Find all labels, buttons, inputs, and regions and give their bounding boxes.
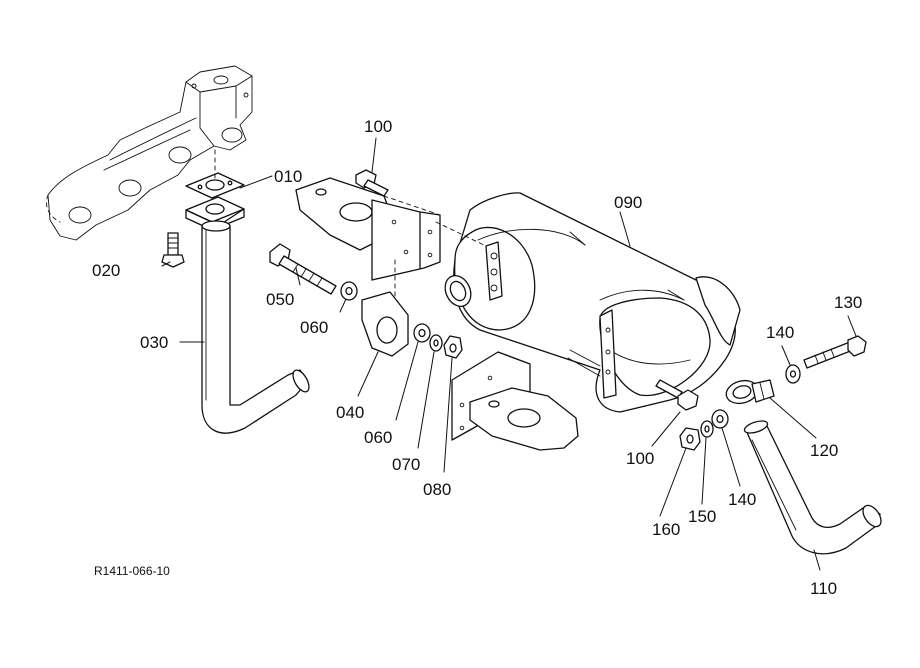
muffler xyxy=(435,192,741,413)
washer-140-lower xyxy=(711,409,729,429)
callout-100-upper: 100 xyxy=(364,117,392,136)
callout-070: 070 xyxy=(392,455,420,474)
callout-150: 150 xyxy=(688,507,716,526)
callout-060-lower: 060 xyxy=(364,428,392,447)
drawing-reference: R1411-066-10 xyxy=(94,564,170,578)
bolt-100-lower xyxy=(655,379,699,411)
callout-160: 160 xyxy=(652,520,680,539)
bolt-100-upper xyxy=(355,169,389,197)
callout-030: 030 xyxy=(140,333,168,352)
lower-bracket xyxy=(451,351,579,451)
callout-140-lower: 140 xyxy=(728,490,756,509)
callout-140-upper: 140 xyxy=(766,323,794,342)
lock-washer-150 xyxy=(700,420,714,438)
callout-130: 130 xyxy=(834,293,862,312)
bolt-050 xyxy=(269,243,337,295)
callout-010: 010 xyxy=(274,167,302,186)
nut-160 xyxy=(679,427,701,451)
callout-110: 110 xyxy=(810,579,837,598)
nut-080 xyxy=(443,335,463,359)
callout-090: 090 xyxy=(614,193,642,212)
rubber-mount xyxy=(361,259,409,357)
callout-labels: 010 020 030 040 050 060 060 070 080 090 … xyxy=(92,117,862,598)
callout-050: 050 xyxy=(266,290,294,309)
callout-060-upper: 060 xyxy=(300,318,328,337)
upper-bracket xyxy=(295,177,441,281)
bolt-130 xyxy=(803,335,867,369)
washer-060-lower xyxy=(413,323,431,343)
callout-120: 120 xyxy=(810,441,838,460)
callout-100-lower: 100 xyxy=(626,449,654,468)
washer-140-upper xyxy=(785,364,801,384)
lock-washer-070 xyxy=(429,334,443,352)
bolt-020 xyxy=(161,232,185,268)
exhaust-manifold xyxy=(46,65,253,241)
pipe-clamp xyxy=(725,379,775,405)
callout-080: 080 xyxy=(423,480,451,499)
gasket-flange xyxy=(185,149,245,231)
callout-040: 040 xyxy=(336,403,364,422)
exhaust-pipe xyxy=(201,220,310,434)
washer-060-upper xyxy=(340,281,358,301)
leader-lines xyxy=(161,137,857,571)
callout-020: 020 xyxy=(92,261,120,280)
tail-pipe xyxy=(743,420,882,555)
